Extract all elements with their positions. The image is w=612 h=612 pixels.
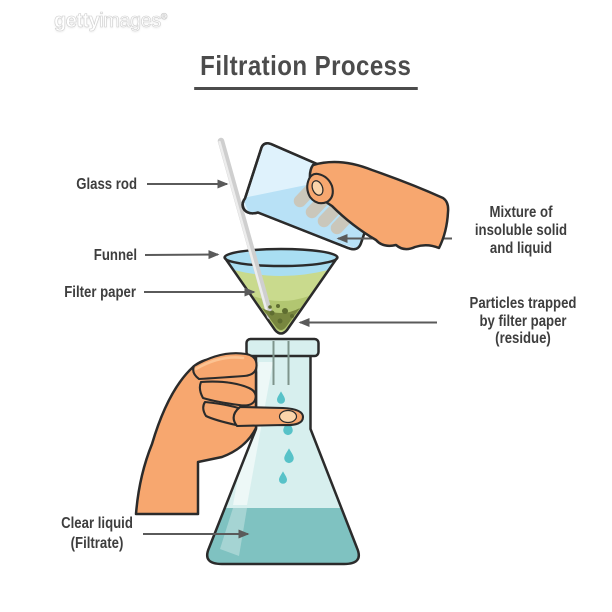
watermark: gettyimages® <box>54 10 168 33</box>
label-glass-rod: Glass rod <box>76 176 137 193</box>
funnel-arrow <box>144 250 220 260</box>
watermark-light: images <box>99 10 162 33</box>
filtrate-drops <box>277 391 294 484</box>
holding-hand <box>134 352 305 516</box>
flask-neck-rim <box>245 337 320 358</box>
label-mixture: Mixture of insoluble solid and liquid <box>474 204 568 257</box>
watermark-bold: getty <box>54 10 100 33</box>
glass-rod <box>217 137 274 320</box>
label-particles: Particles trapped by filter paper (resid… <box>469 295 577 347</box>
page-title: Filtration Process <box>194 50 418 90</box>
pouring-hand <box>306 160 450 251</box>
leader-lines <box>143 179 452 539</box>
watermark-registered: ® <box>160 11 168 22</box>
funnel-stem <box>272 341 290 385</box>
thumb-nail <box>278 409 298 424</box>
label-filter-paper: Filter paper <box>64 284 136 301</box>
filtrate-liquid <box>207 508 359 564</box>
label-funnel: Funnel <box>93 247 137 264</box>
pouring-thumb-nail <box>311 180 324 196</box>
holding-hand-index-finger <box>192 352 258 381</box>
label-filtrate: Clear liquid (Filtrate) <box>61 515 133 552</box>
residue <box>262 304 300 330</box>
flask <box>205 337 361 566</box>
